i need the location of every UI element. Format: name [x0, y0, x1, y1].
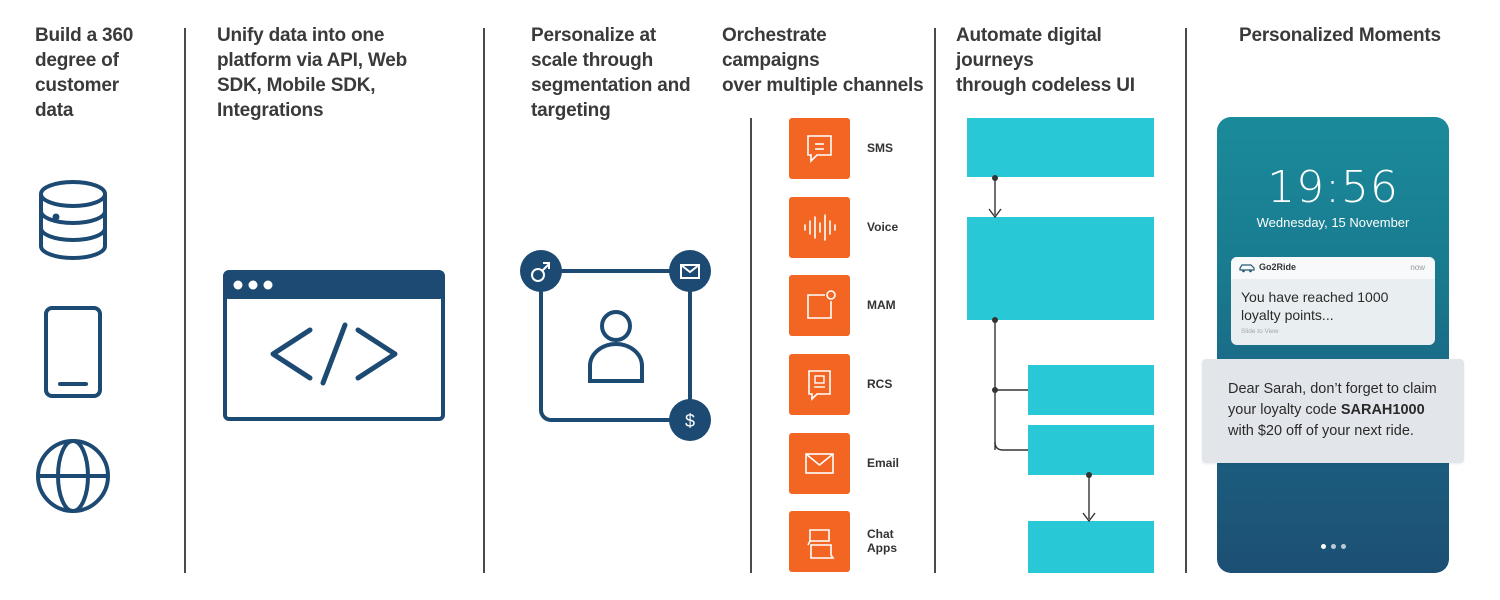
- channel-chat-apps: [789, 511, 850, 572]
- chat-apps-icon: [807, 529, 835, 559]
- gender-icon: [520, 250, 562, 292]
- notification-age: now: [1410, 263, 1425, 272]
- channel-label-rcs: RCS: [867, 377, 893, 391]
- channel-mam: [789, 275, 850, 336]
- heading-personalized-moments: Personalized Moments: [1239, 25, 1441, 46]
- page-dot: [1331, 544, 1336, 549]
- column-divider: [483, 28, 485, 573]
- column-divider: [184, 28, 186, 573]
- user-icon: [588, 310, 644, 383]
- channel-label-voice: Voice: [867, 220, 899, 234]
- notification-header: Go2Ride now: [1231, 257, 1435, 279]
- notification-text: You have reached 1000 loyalty points...: [1241, 289, 1389, 323]
- database-icon: [39, 180, 107, 260]
- channel-sms: [789, 118, 850, 179]
- page-dot: [1341, 544, 1346, 549]
- page-dot: [1321, 544, 1326, 549]
- column-divider: [934, 28, 936, 573]
- heading-orchestrate: Orchestrate campaigns over multiple chan…: [722, 25, 924, 96]
- message-text-before: Dear Sarah, don’t forget to claim your l…: [1228, 381, 1437, 418]
- message-bubble: Dear Sarah, don’t forget to claim your l…: [1202, 359, 1464, 463]
- heading-personalize: Personalize at scale through segmentatio…: [531, 25, 691, 121]
- column-divider: [1185, 28, 1187, 573]
- segmentation-graphic: $: [520, 250, 711, 441]
- channel-label-sms: SMS: [867, 141, 894, 155]
- push-notification[interactable]: Go2Ride now You have reached 1000 loyalt…: [1231, 257, 1435, 345]
- channel-label-mam: MAM: [867, 298, 896, 312]
- channel-rcs: [789, 354, 850, 415]
- channel-label-chat-apps: Chat Apps: [867, 527, 897, 555]
- mam-notification-icon: [807, 290, 836, 319]
- chat-bubble-icon: [807, 135, 832, 163]
- column-divider: [750, 118, 752, 573]
- message-text-after: with $20 off of your next ride.: [1228, 423, 1414, 439]
- flow-connectors: [988, 175, 1096, 523]
- voice-waveform-icon: [804, 214, 836, 241]
- email-badge-icon: [669, 250, 711, 292]
- channel-voice: [789, 197, 850, 258]
- message-text: Dear Sarah, don’t forget to claim your l…: [1228, 379, 1453, 442]
- channel-label-email: Email: [867, 456, 900, 470]
- loyalty-code: SARAH1000: [1340, 402, 1425, 418]
- flow-step-3: [1028, 365, 1154, 415]
- lockscreen-date: Wednesday, 15 November: [1256, 215, 1410, 230]
- envelope-icon: [805, 453, 834, 474]
- car-icon: [1239, 264, 1255, 273]
- globe-icon: [36, 439, 110, 513]
- rcs-message-icon: [808, 370, 831, 401]
- phone-lockscreen: 19:56 Wednesday, 15 November Go2Ride now…: [1217, 117, 1449, 573]
- flow-step-5: [1028, 521, 1154, 573]
- heading-automate: Automate digital journeys through codele…: [956, 25, 1135, 96]
- dollar-badge-icon: $: [669, 399, 711, 441]
- flow-step-2: [967, 217, 1154, 320]
- svg-text:$: $: [685, 411, 695, 431]
- heading-customer-data: Build a 360 degree of customer data: [35, 25, 134, 121]
- flow-step-4: [1028, 425, 1154, 475]
- flow-step-1: [967, 118, 1154, 177]
- lockscreen-time: 19:56: [1267, 162, 1399, 213]
- code-window-icon: [223, 270, 445, 421]
- notification-app-name: Go2Ride: [1259, 262, 1297, 272]
- channel-email: [789, 433, 850, 494]
- mobile-phone-icon: [44, 306, 102, 398]
- heading-unify-data: Unify data into one platform via API, We…: [217, 25, 408, 121]
- notification-hint: Slide to View: [1241, 328, 1279, 335]
